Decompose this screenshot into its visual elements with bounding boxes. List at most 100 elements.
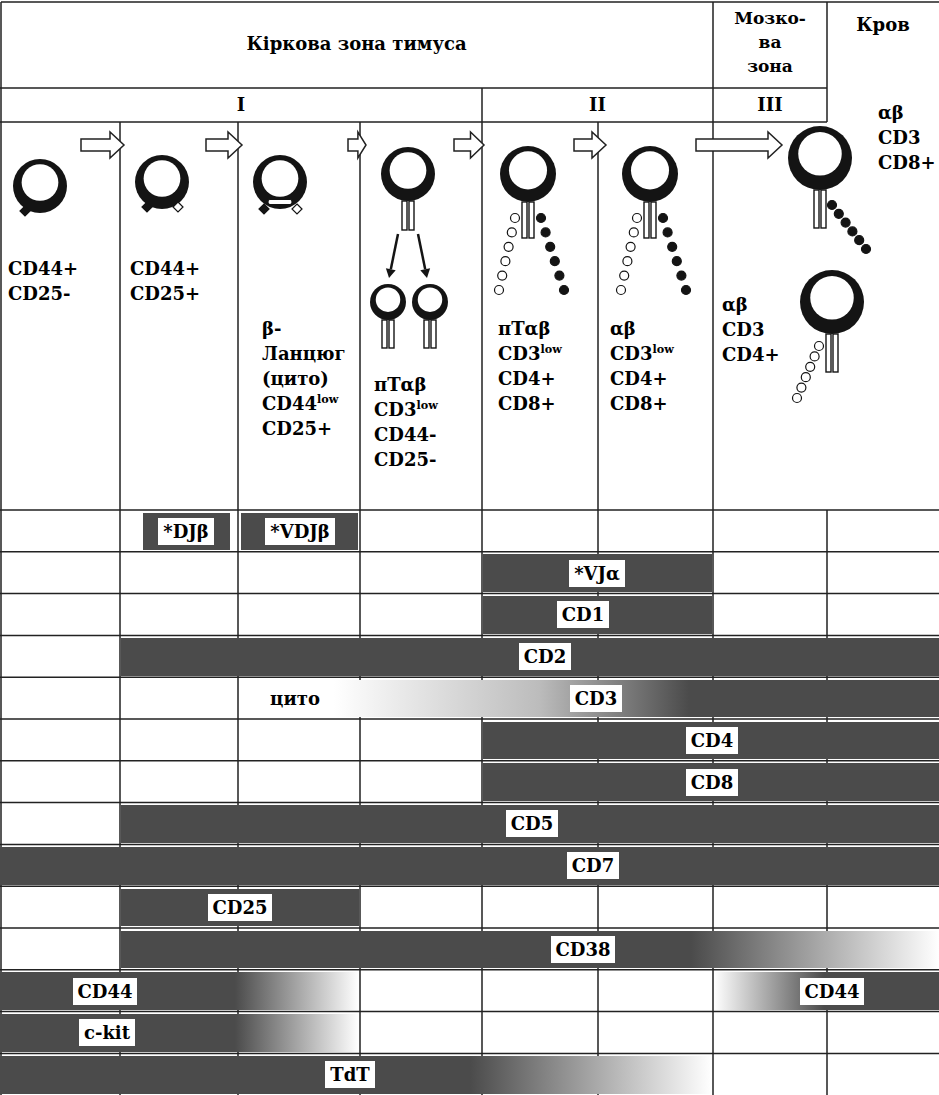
cell-stage: αβ CD3 CD8+ (782, 98, 938, 258)
cell-body (13, 159, 67, 213)
expression-band: *VJα (483, 554, 712, 592)
cell-nucleus (376, 287, 400, 311)
flow-arrow (696, 132, 782, 158)
header-cell: Кіркова зона тимуса (0, 31, 713, 56)
cell-illustration (782, 98, 938, 258)
expression-band: CD25 (121, 889, 359, 927)
band-label: CD3 (570, 685, 622, 712)
header-text: III (757, 92, 782, 117)
text-slot: CD5 (506, 810, 558, 837)
superscript: low (416, 399, 437, 412)
cell-stage: пTαβ CD3low CD4+ CD8+ (484, 124, 574, 418)
band-label: CD5 (506, 810, 558, 837)
text-slot: CD44+ CD25+ (130, 256, 200, 306)
band-label: CD38 (551, 936, 616, 963)
header-cell: I (0, 92, 482, 117)
coreceptor-bead (668, 242, 677, 251)
receptor-stalk (529, 202, 534, 238)
expression-band: CD8 (483, 763, 939, 801)
receptor-stalk (402, 201, 407, 230)
receptor-stalk (522, 202, 527, 238)
receptor-stalk (424, 320, 429, 348)
text-slot: CD8 (686, 769, 738, 796)
receptor-stalk (821, 190, 826, 228)
expression-band: CD4 (483, 722, 939, 760)
expression-band: c-kit (0, 1014, 359, 1052)
receptor-marker (259, 204, 269, 214)
text-slot: TdT (325, 1061, 374, 1088)
flow-arrow (454, 132, 484, 158)
receptor-stalk (431, 320, 436, 348)
header-text: Мозко-ва зона (734, 6, 806, 78)
coreceptor-bead (828, 201, 837, 210)
band-label: *DJβ (158, 518, 214, 545)
flow-arrow (348, 132, 366, 158)
text-slot: *VJα (569, 560, 625, 587)
expression-band: *DJβ (143, 513, 230, 551)
stage-label: β-Ланцюг (цито) CD44low CD25+ (262, 316, 346, 441)
expression-band: *VDJβ (241, 513, 358, 551)
text-slot: пTαβ CD3low CD44- CD25- (374, 372, 438, 472)
text-slot: c-kit (79, 1019, 135, 1046)
coreceptor-bead (541, 228, 550, 237)
coreceptor-bead (620, 271, 629, 280)
header-text: Кров (856, 12, 909, 37)
band-label: CD2 (519, 643, 571, 670)
division-arrowhead (386, 268, 396, 278)
receptor-marker (142, 202, 152, 212)
stage-label: CD44+ CD25+ (130, 256, 200, 306)
receptor-marker (292, 204, 302, 214)
expression-band: TdT (0, 1056, 712, 1094)
header-text: I (237, 92, 245, 117)
expression-band: цито CD3 (239, 680, 939, 718)
text-slot: αβ CD3 CD8+ (878, 100, 936, 175)
text-slot: *VDJβ (265, 518, 334, 545)
coreceptor-bead (659, 214, 668, 223)
division-arrow (391, 234, 398, 269)
text-slot: *DJβ (158, 518, 214, 545)
header-cell: Мозко-ва зона (713, 6, 827, 78)
text-slot: CD4 (686, 727, 738, 754)
coreceptor-bead (815, 342, 824, 351)
coreceptor-bead (797, 383, 806, 392)
coreceptor-bead (663, 228, 672, 237)
header-cell: II (482, 92, 713, 117)
flow-arrow (81, 132, 124, 158)
text-slot: цито (265, 685, 325, 712)
expression-band: CD5 (121, 805, 939, 843)
band-label: TdT (325, 1061, 374, 1088)
band-label: CD25 (208, 894, 273, 921)
expression-band: CD1 (483, 596, 712, 634)
coreceptor-bead (633, 214, 642, 223)
cell-stage: β-Ланцюг (цито) CD44low CD25+ (242, 124, 348, 443)
coreceptor-bead (855, 236, 864, 245)
receptor-marker (173, 202, 183, 212)
coreceptor-bead (504, 242, 513, 251)
receptor-stalk (814, 190, 819, 228)
stage-label: пTαβ CD3low CD44- CD25- (374, 372, 438, 472)
band-label: CD8 (686, 769, 738, 796)
division-arrowhead (420, 268, 430, 278)
expression-band: CD44 (0, 972, 359, 1010)
band-label: CD4 (686, 727, 738, 754)
receptor-stalk (826, 334, 831, 372)
cell-nucleus (810, 276, 854, 320)
cell-illustration (124, 124, 206, 308)
coreceptor-bead (546, 242, 555, 251)
text-slot: αβ CD3 CD4+ (722, 292, 780, 367)
band-label: CD44 (800, 978, 865, 1005)
coreceptor-bead (834, 209, 843, 218)
cell-body (412, 284, 448, 320)
header-cell: Кров (827, 12, 939, 37)
cell-nucleus (390, 152, 427, 189)
cell-nucleus (262, 160, 299, 197)
band-label: CD1 (557, 601, 609, 628)
receptor-stalk (389, 320, 394, 348)
coreceptor-bead (793, 394, 802, 403)
receptor-stalk (651, 202, 656, 238)
text-slot: αβ CD3low CD4+ CD8+ (610, 316, 674, 416)
receptor-stalk (833, 334, 838, 372)
cell-nucleus (631, 151, 669, 189)
header-text: II (589, 92, 606, 117)
stage-label: αβ CD3low CD4+ CD8+ (610, 316, 674, 416)
